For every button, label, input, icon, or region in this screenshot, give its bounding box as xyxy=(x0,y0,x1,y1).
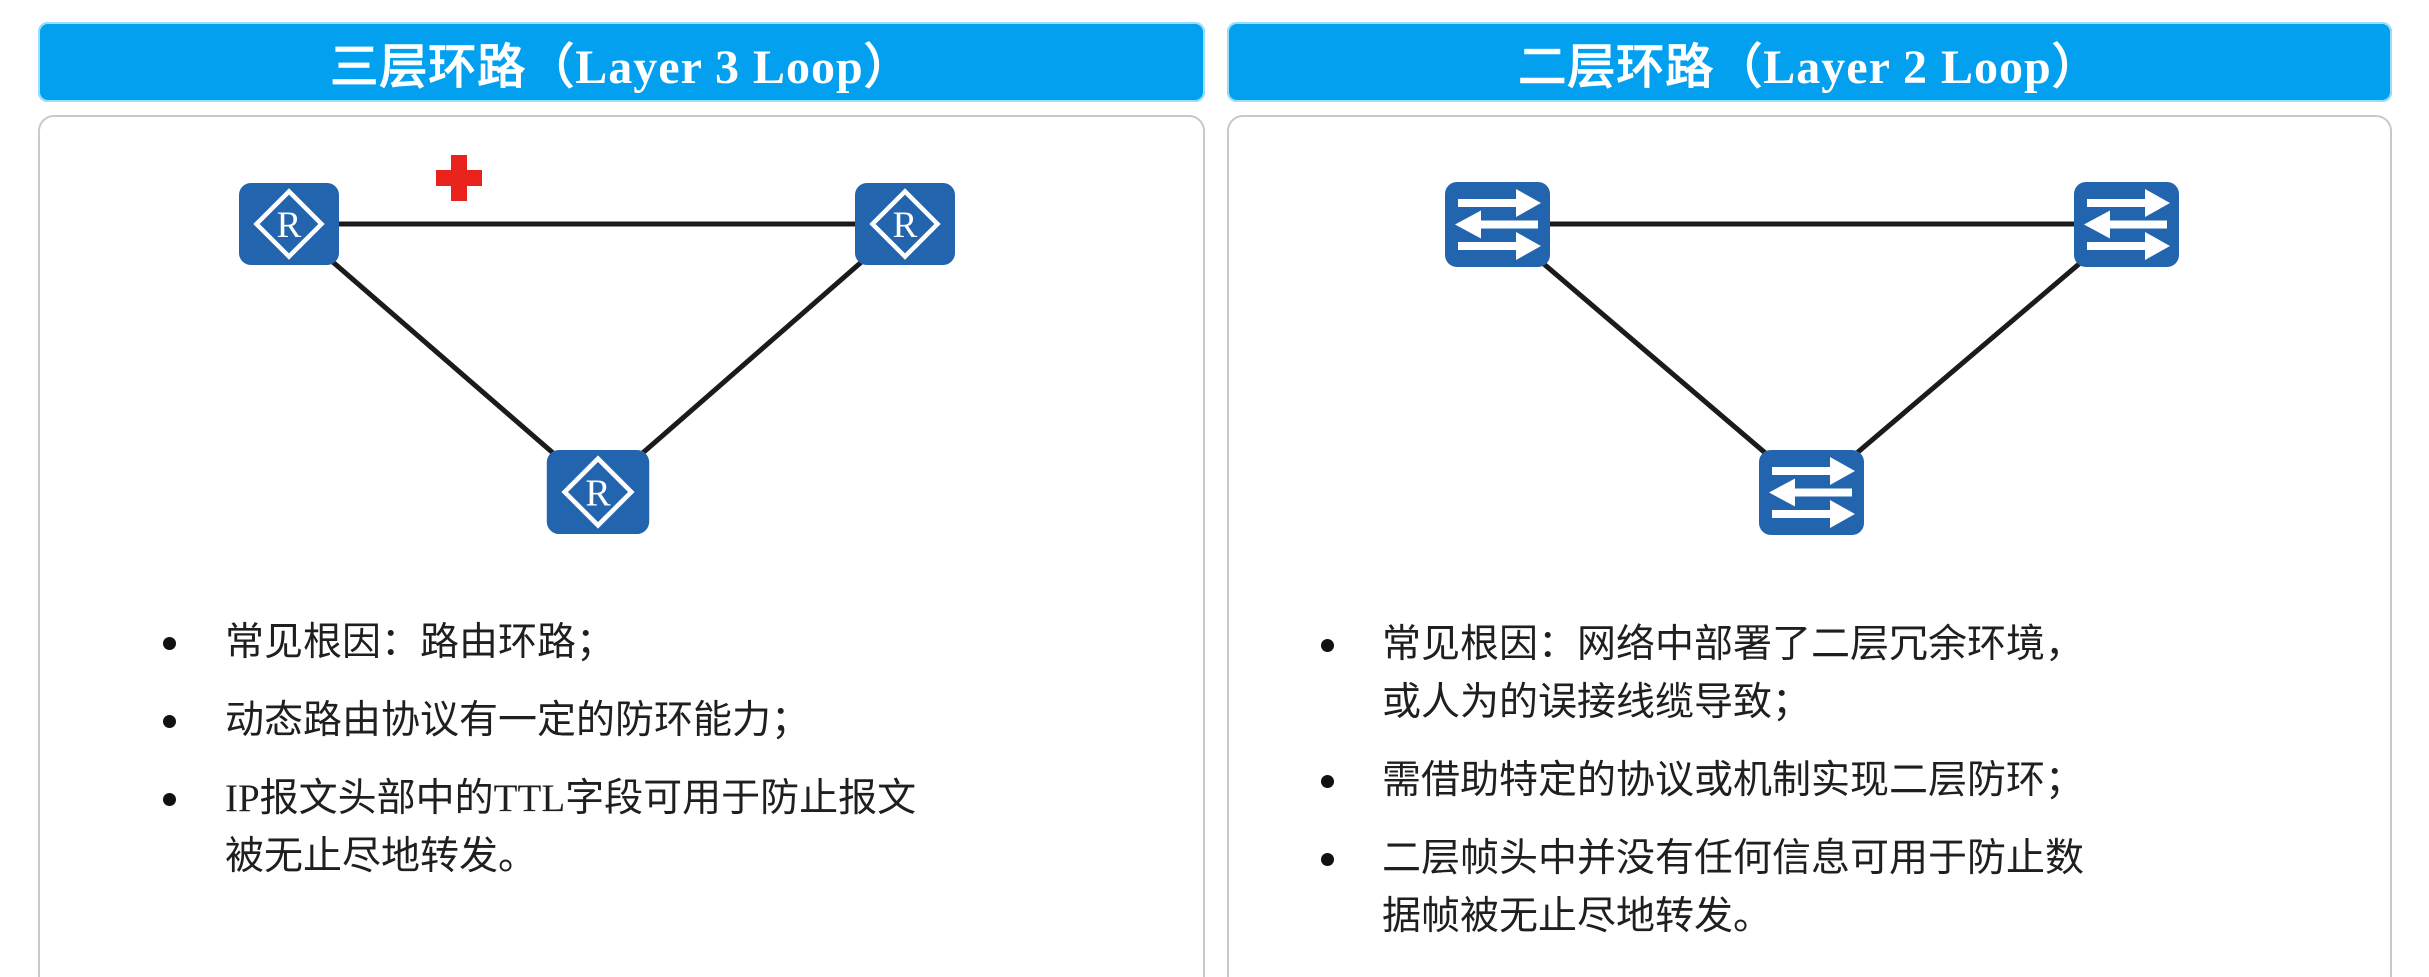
switch-node-bottom xyxy=(1759,450,1864,535)
bullet-dot xyxy=(163,715,176,728)
bullet-item: 二层帧头中并没有任何信息可用于防止数 据帧被无止尽地转发。 xyxy=(1321,830,2341,946)
layer2-panel: 常见根因：网络中部署了二层冗余环境， 或人为的误接线缆导致； 需借助特定的协议或… xyxy=(1227,115,2392,977)
switch-node-top-right xyxy=(2074,182,2179,267)
bullet-text: 需借助特定的协议或机制实现二层防环； xyxy=(1382,759,2085,802)
bullet-text: 或人为的误接线缆导致； xyxy=(1382,681,1812,724)
link-line xyxy=(1495,222,1813,494)
layer2-header: 二层环路（Layer 2 Loop） xyxy=(1227,22,2392,102)
layer3-header-title: 三层环路（Layer 3 Loop） xyxy=(330,41,913,94)
switch-icon xyxy=(1759,450,1864,535)
router-node-bottom: R xyxy=(546,450,650,534)
bullet-text: 二层帧头中并没有任何信息可用于防止数 xyxy=(1382,837,2085,880)
bullet-dot xyxy=(1321,775,1334,788)
bullet-text: 常见根因：网络中部署了二层冗余环境， xyxy=(1382,623,2085,666)
router-letter: R xyxy=(277,205,302,246)
bullet-dot xyxy=(163,637,176,650)
router-node-top-left: R xyxy=(239,183,339,265)
layer2-header-title: 二层环路（Layer 2 Loop） xyxy=(1518,41,2101,94)
router-icon: R xyxy=(239,183,339,265)
router-letter: R xyxy=(585,472,611,514)
bullet-dot xyxy=(1321,853,1334,866)
router-icon: R xyxy=(546,450,650,534)
layer3-header: 三层环路（Layer 3 Loop） xyxy=(38,22,1205,102)
bullet-item: IP报文头部中的TTL字段可用于防止报文 被无止尽地转发。 xyxy=(163,770,1143,886)
bullet-text: 动态路由协议有一定的防环能力； xyxy=(225,699,811,742)
blocked-cross-icon xyxy=(436,155,482,201)
switch-node-top-left xyxy=(1445,182,1550,267)
bullet-item: 需借助特定的协议或机制实现二层防环； xyxy=(1321,752,2341,810)
bullet-text: 被无止尽地转发。 xyxy=(225,835,538,878)
layer2-bullet-list: 常见根因：网络中部署了二层冗余环境， 或人为的误接线缆导致； 需借助特定的协议或… xyxy=(1321,616,2341,946)
bullet-item: 常见根因：网络中部署了二层冗余环境， 或人为的误接线缆导致； xyxy=(1321,616,2341,732)
layer3-bullet-list: 常见根因：路由环路； 动态路由协议有一定的防环能力； IP报文头部中的TTL字段… xyxy=(163,614,1143,886)
router-icon: R xyxy=(855,183,955,265)
cross-horizontal-bar xyxy=(436,170,482,186)
link-line xyxy=(287,222,600,494)
switch-icon xyxy=(2074,182,2179,267)
link-line xyxy=(596,222,907,494)
bullet-item: 常见根因：路由环路； xyxy=(163,614,1143,672)
switch-icon xyxy=(1445,182,1550,267)
layer3-panel: R R R 常见根因： xyxy=(38,115,1205,977)
bullet-text: 常见根因：路由环路； xyxy=(225,621,616,664)
layer3-topology-links xyxy=(287,221,907,494)
router-node-top-right: R xyxy=(855,183,955,265)
bullet-dot xyxy=(163,793,176,806)
bullet-text: IP报文头部中的TTL字段可用于防止报文 xyxy=(225,777,917,820)
bullet-dot xyxy=(1321,639,1334,652)
bullet-text: 据帧被无止尽地转发。 xyxy=(1382,895,1773,938)
link-line xyxy=(1809,222,2128,494)
bullet-item: 动态路由协议有一定的防环能力； xyxy=(163,692,1143,750)
layer2-topology-links xyxy=(1495,221,2128,494)
router-letter: R xyxy=(893,205,918,246)
